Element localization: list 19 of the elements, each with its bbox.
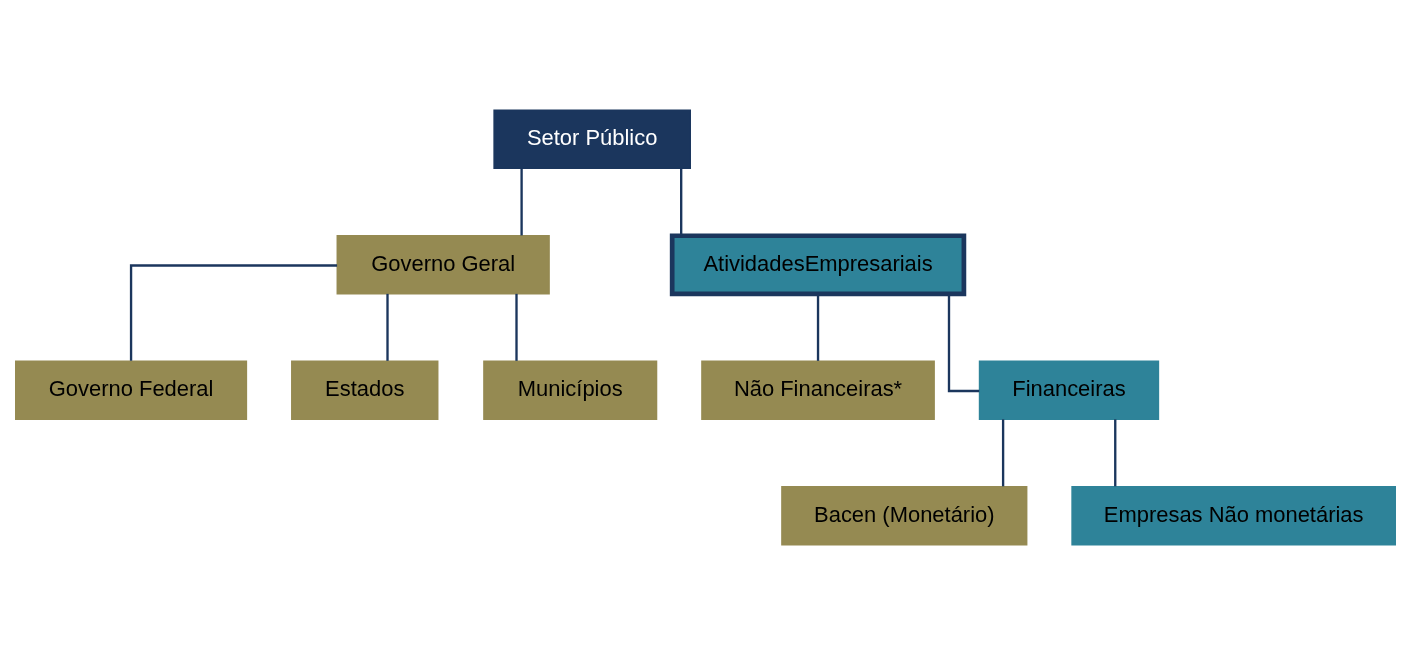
node-box: Bacen (Monetário) — [781, 485, 1028, 546]
connector — [680, 168, 683, 236]
connector — [386, 293, 389, 361]
node-box: Não Financeiras* — [701, 360, 935, 421]
node-box: Estados — [291, 360, 439, 421]
node-box: Municípios — [483, 360, 658, 421]
node-box: Governo Geral — [336, 234, 550, 295]
connector — [1114, 419, 1117, 487]
connector — [816, 293, 820, 361]
node-box: Financeiras — [978, 360, 1160, 421]
connector — [129, 264, 338, 361]
node-box: Setor Público — [493, 109, 691, 170]
node-box: AtividadesEmpresariais — [669, 233, 967, 297]
node-box: Governo Federal — [15, 360, 248, 421]
connector — [1001, 419, 1005, 487]
connector — [520, 168, 523, 236]
connector — [947, 294, 980, 393]
connector — [515, 293, 518, 361]
node-box: Empresas Não monetárias — [1071, 485, 1396, 546]
